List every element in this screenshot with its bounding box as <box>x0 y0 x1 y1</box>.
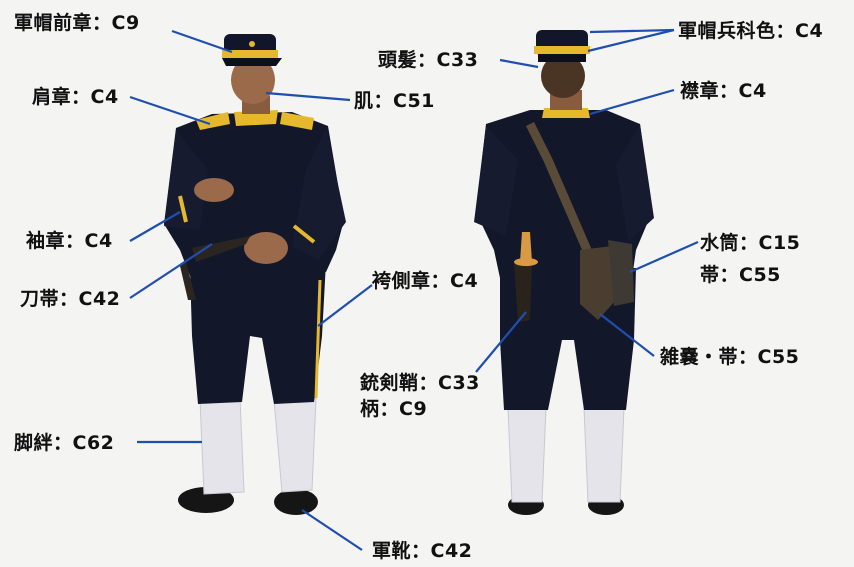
front-trousers <box>190 262 326 404</box>
leader-boots <box>301 509 363 551</box>
back-bayonet-hilt <box>520 232 532 262</box>
front-left-hand <box>194 178 234 202</box>
front-sword-hanger <box>180 262 196 300</box>
leader-lines <box>129 28 699 551</box>
front-right-hand <box>244 232 288 264</box>
label-sword-belt: 刀帯：C42 <box>20 288 121 310</box>
label-canteen-belt: 帯：C55 <box>700 264 781 286</box>
leader-skin <box>265 91 351 102</box>
leader-bayonet-scabbard <box>475 311 527 373</box>
leader-collar-badge <box>589 88 675 116</box>
back-canteen <box>608 240 634 306</box>
back-right-gaiter <box>583 407 625 503</box>
front-left-gaiter <box>199 397 245 495</box>
leader-cap-front-badge <box>171 29 233 54</box>
front-sword-belt <box>192 236 250 262</box>
leader-trouser-stripe <box>317 284 373 327</box>
front-face <box>231 56 275 104</box>
front-sleeve-badge-right <box>292 224 316 244</box>
label-bayonet-scabbard: 銃剣鞘：C33 <box>360 372 480 394</box>
back-cap-base <box>538 54 586 62</box>
label-sleeve-badge: 袖章：C4 <box>26 230 113 252</box>
label-hair: 頭髪：C33 <box>378 49 479 71</box>
label-bag-belt: 雑嚢・帯：C55 <box>660 346 800 368</box>
front-cap-visor <box>222 58 282 66</box>
front-shoulder-board-right <box>280 112 314 130</box>
front-sleeve-badge <box>178 195 188 223</box>
back-haversack <box>580 246 616 320</box>
label-cap-front-badge: 軍帽前章：C9 <box>14 12 140 34</box>
label-cap-branch-color: 軍帽兵科色：C4 <box>678 20 824 42</box>
front-shoulder-board-left <box>196 112 230 130</box>
label-bayonet-hilt: 柄：C9 <box>360 398 428 420</box>
leader-sleeve-badge <box>129 211 181 242</box>
back-collar <box>542 108 590 118</box>
label-boots: 軍靴：C42 <box>372 540 473 562</box>
front-right-arm <box>292 128 346 260</box>
front-trouser-stripe <box>314 279 322 399</box>
front-cap-star <box>249 41 255 47</box>
back-hair <box>541 54 585 98</box>
front-right-gaiter <box>273 397 317 493</box>
label-trouser-stripe: 袴側章：C4 <box>372 270 479 292</box>
leader-hair <box>499 58 539 69</box>
back-cap-band <box>534 46 590 54</box>
leader-sword-belt <box>129 243 213 299</box>
leader-cap-branch-color-1 <box>587 28 675 53</box>
label-skin: 肌：C51 <box>354 90 435 112</box>
back-bag-strap <box>525 121 605 282</box>
back-bayonet-guard <box>514 258 538 266</box>
leader-canteen <box>629 240 699 274</box>
front-left-arm <box>164 130 208 230</box>
leader-cap-branch-color-2 <box>589 28 675 34</box>
back-left-arm <box>474 126 518 236</box>
label-collar-badge: 襟章：C4 <box>680 80 767 102</box>
label-canteen: 水筒：C15 <box>700 232 801 254</box>
label-gaiters: 脚絆：C62 <box>14 432 115 454</box>
leader-bag-belt <box>599 313 655 357</box>
front-cap-band <box>222 50 278 58</box>
front-figure <box>164 34 346 515</box>
back-left-gaiter <box>507 407 547 503</box>
back-figure <box>474 30 654 515</box>
leader-shoulder-badge <box>129 95 211 126</box>
back-right-arm <box>616 124 654 242</box>
front-right-boot <box>274 489 318 515</box>
label-shoulder-badge: 肩章：C4 <box>32 86 119 108</box>
back-bayonet-scabbard <box>514 262 532 322</box>
